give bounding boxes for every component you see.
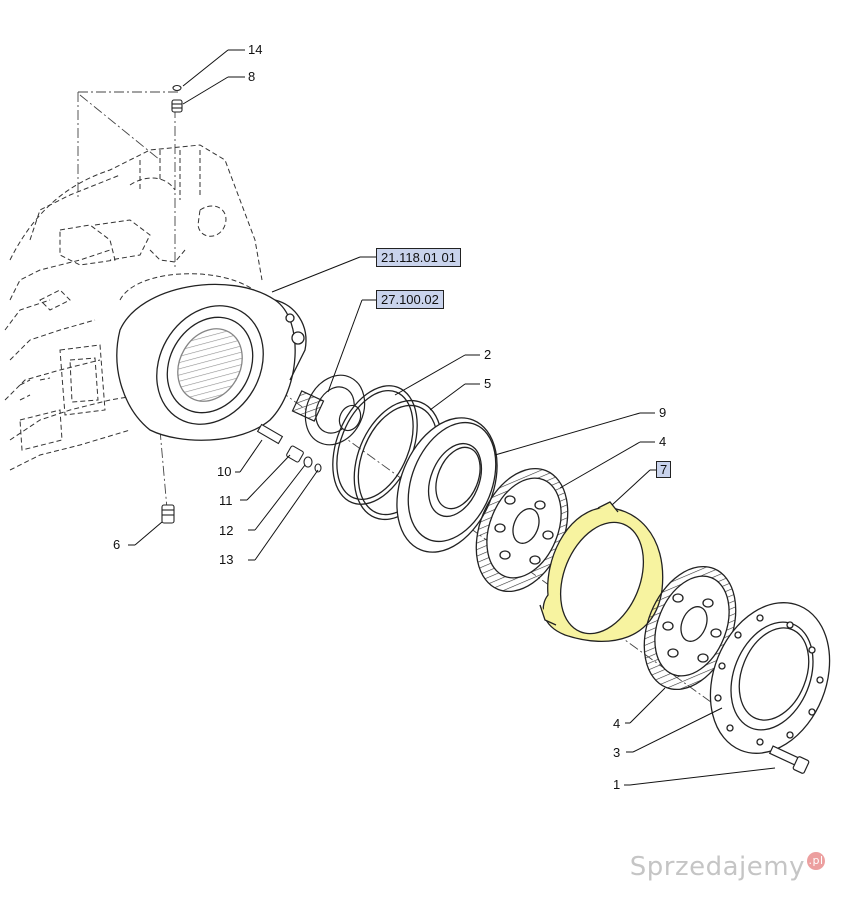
callout-14: 14 <box>248 42 263 57</box>
ref-box-housing[interactable]: 21.118.01 01 <box>376 248 461 267</box>
ref-box-planetary[interactable]: 27.100.02 <box>376 290 444 309</box>
callout-8: 8 <box>248 69 256 84</box>
cover-plate-3 <box>709 602 831 754</box>
watermark-suffix: .pl <box>807 852 825 870</box>
callout-7-highlighted: 7 <box>656 461 672 478</box>
breather-screw-8 <box>171 99 183 113</box>
callout-1: 1 <box>613 777 621 792</box>
intermediate-plate-7 <box>539 501 664 642</box>
plug-14 <box>172 84 182 92</box>
axle-housing <box>4 144 283 471</box>
friction-disc-4-lower <box>643 565 737 691</box>
watermark-logo: Sprzedajemy.pl <box>630 852 825 882</box>
callout-4-lower: 4 <box>613 716 621 731</box>
drain-plug-6 <box>161 504 175 524</box>
callout-5: 5 <box>484 376 492 391</box>
callout-3: 3 <box>613 745 621 760</box>
callout-12: 12 <box>219 523 234 538</box>
callout-10: 10 <box>217 464 232 479</box>
friction-disc-4-upper <box>475 467 569 593</box>
callout-11: 11 <box>219 493 233 508</box>
callout-9: 9 <box>659 405 667 420</box>
bolt-1 <box>768 745 810 774</box>
callout-4-upper: 4 <box>659 434 667 449</box>
callout-13: 13 <box>219 552 234 567</box>
watermark-text: Sprzedajemy <box>629 852 805 882</box>
callout-6: 6 <box>113 537 121 552</box>
brake-housing-flange <box>116 283 307 441</box>
brake-piston-9 <box>396 417 498 553</box>
callout-2: 2 <box>484 347 492 362</box>
leader-lines <box>128 49 776 786</box>
bleed-screw-set <box>256 423 322 473</box>
